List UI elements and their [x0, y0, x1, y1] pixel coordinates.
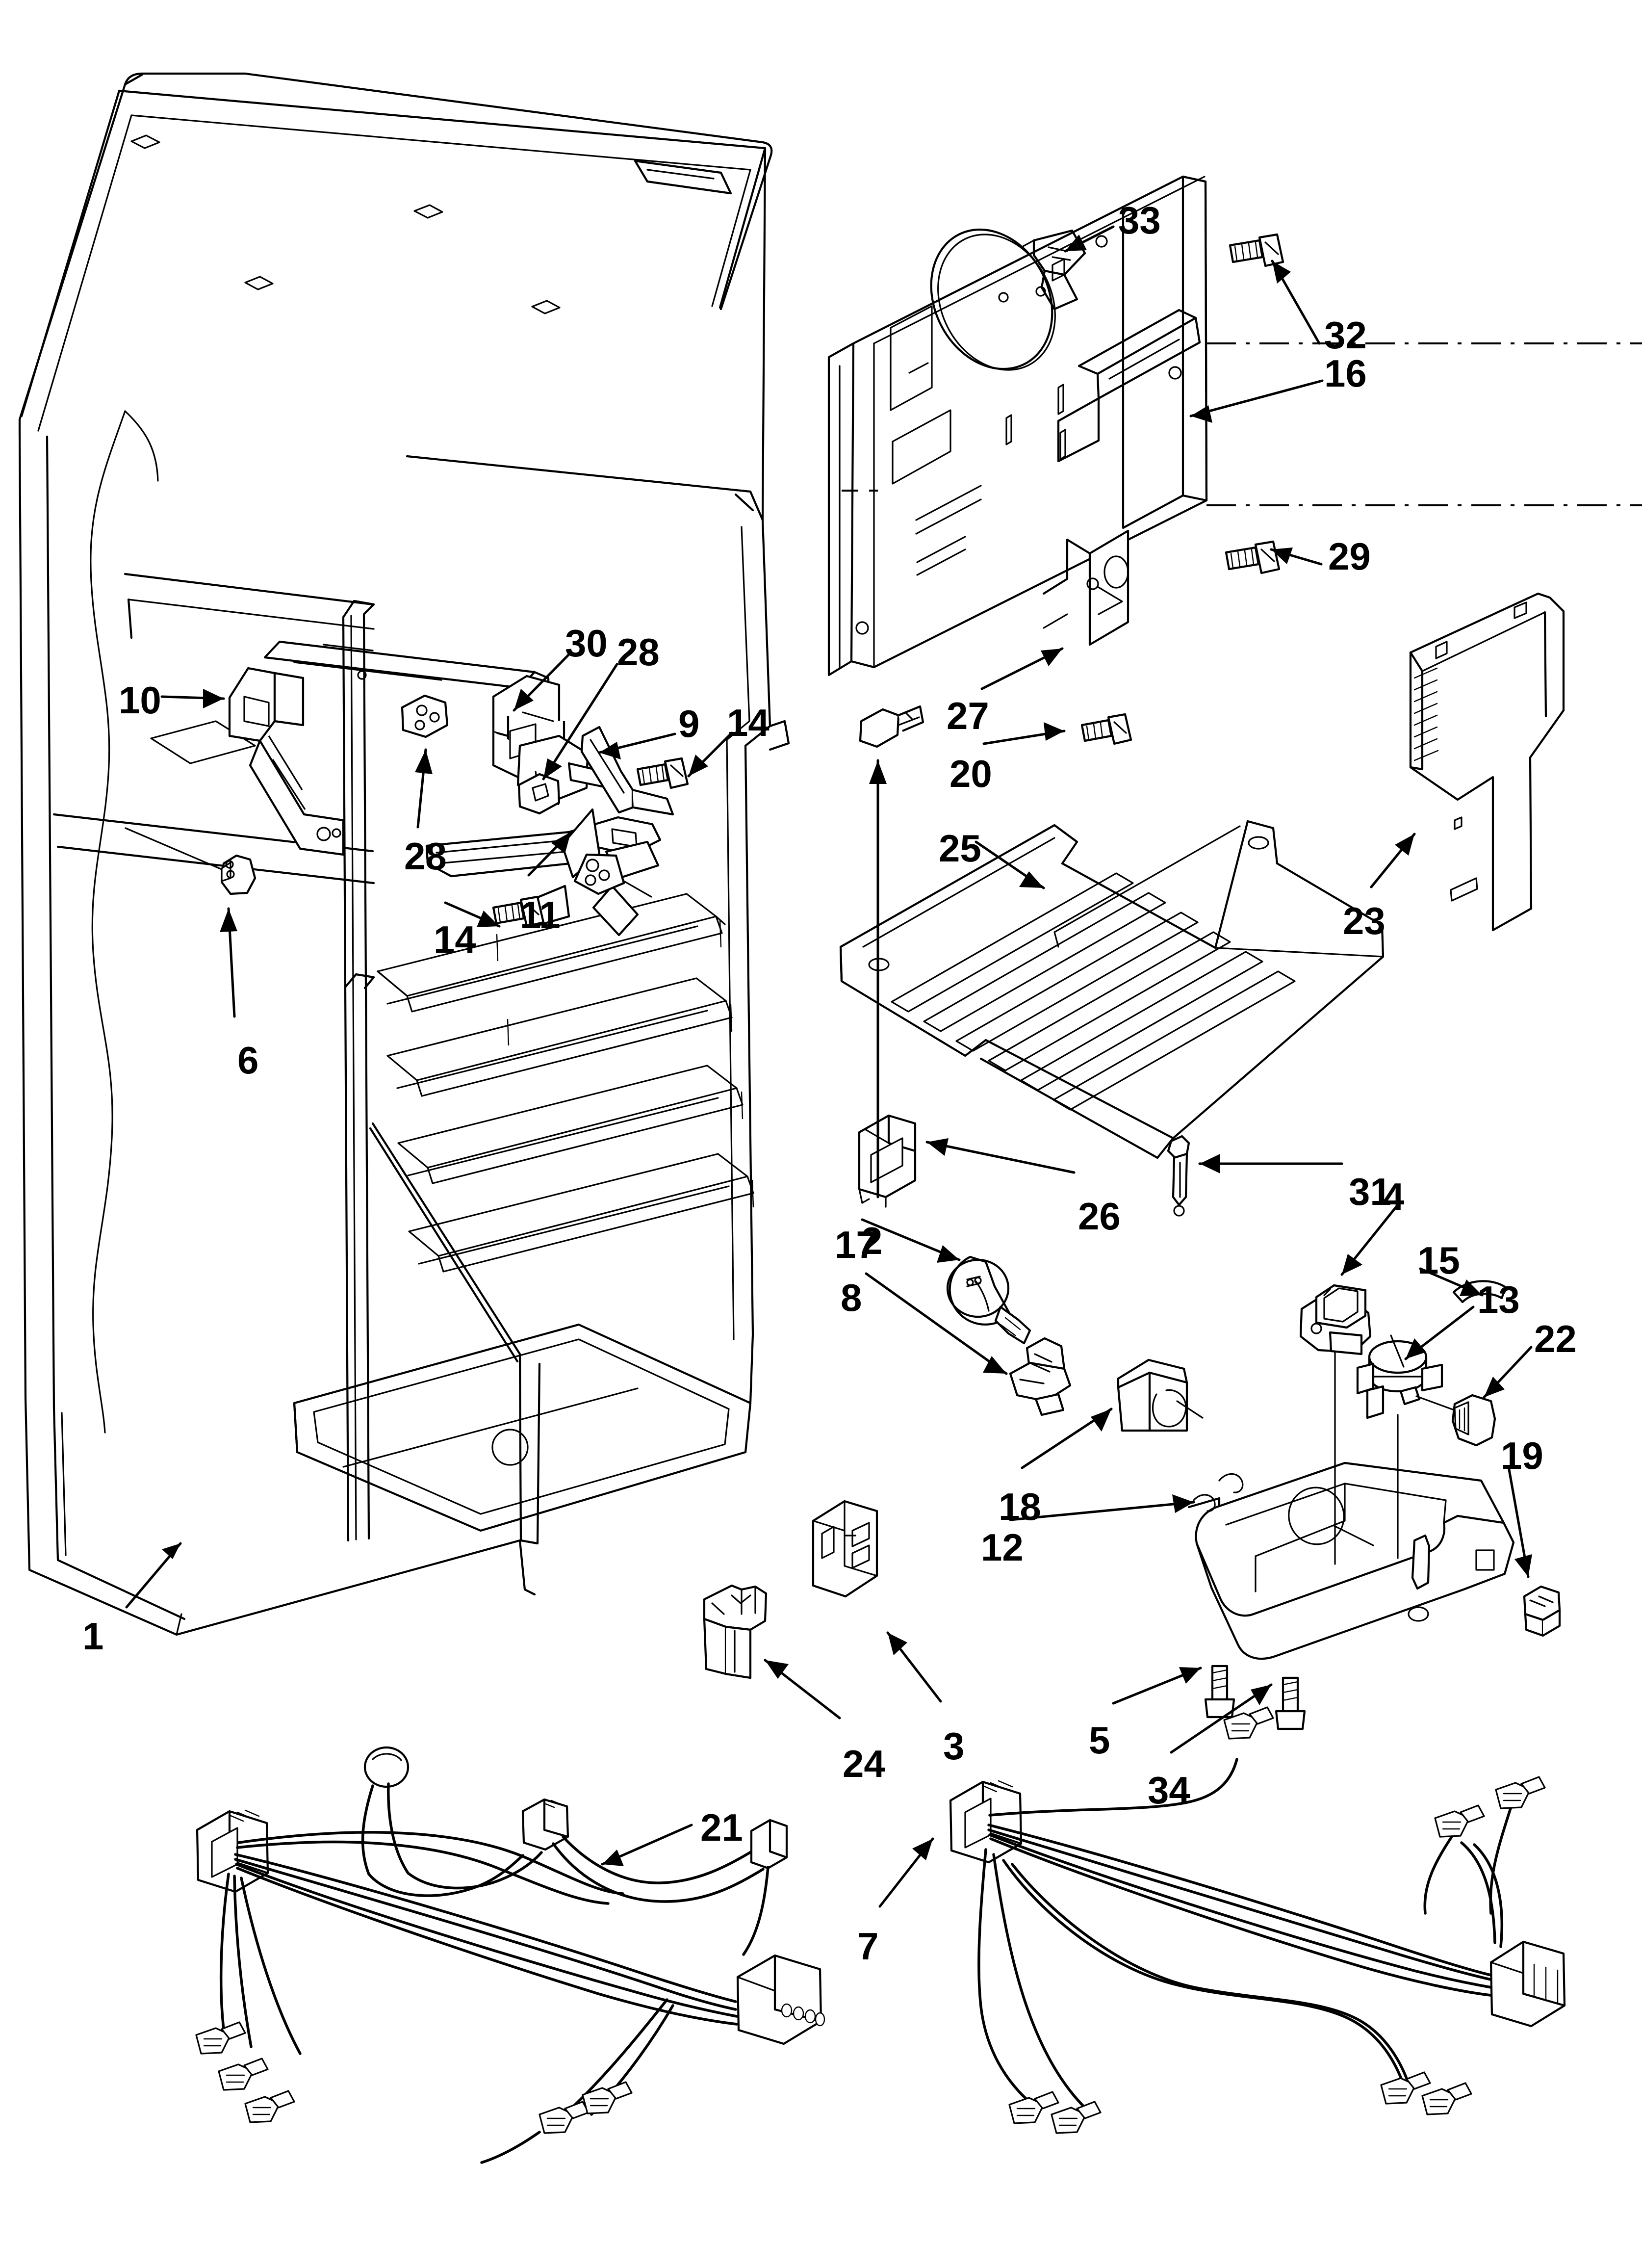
- spade-terminal: [1051, 2101, 1102, 2134]
- terminal-cover-22: [1451, 1394, 1496, 1447]
- screw-34: [1275, 1676, 1306, 1730]
- screw-32: [1229, 233, 1284, 267]
- callout-14-upper[interactable]: 14: [727, 701, 770, 744]
- fan-blade-11: [533, 808, 660, 937]
- callout-7[interactable]: 7: [857, 1925, 879, 1968]
- spade-terminal: [244, 2090, 295, 2123]
- callout-5[interactable]: 5: [1089, 1719, 1110, 1762]
- callout-32[interactable]: 32: [1324, 313, 1367, 357]
- callout-19[interactable]: 19: [1501, 1434, 1543, 1477]
- spade-terminal: [218, 2058, 269, 2091]
- callout-30[interactable]: 30: [565, 622, 608, 665]
- motor-grommet-28-right: [517, 773, 561, 815]
- spade-terminal: [195, 2021, 246, 2055]
- spade-terminal: [1434, 1804, 1485, 1838]
- light-socket-8: [1009, 1337, 1072, 1416]
- screw-5: [1204, 1665, 1235, 1719]
- callout-22[interactable]: 22: [1534, 1317, 1577, 1360]
- compressor-mount-panel-16: [827, 175, 1208, 677]
- callout-18[interactable]: 18: [999, 1485, 1041, 1528]
- condenser-grille-panel-25: [839, 820, 1385, 1159]
- motor-grommet-28-left: [401, 694, 449, 738]
- spade-terminal: [1223, 1706, 1274, 1740]
- callout-33[interactable]: 33: [1118, 199, 1161, 242]
- defrost-thermostat-13: [1356, 1334, 1458, 1559]
- callout-23[interactable]: 23: [1343, 899, 1385, 942]
- callout-34[interactable]: 34: [1148, 1769, 1190, 1812]
- light-bulb-17: [946, 1255, 1031, 1345]
- wire-connector-3: [812, 1500, 878, 1598]
- callout-28-upper[interactable]: 28: [617, 630, 660, 674]
- wire-harness-left-21: [195, 1746, 825, 2164]
- plug-button-6: [125, 827, 257, 895]
- wire-harness-right-7: [949, 1706, 1566, 2134]
- callout-24[interactable]: 24: [843, 1742, 885, 1785]
- terminal-connector-19: [1523, 1585, 1561, 1637]
- spade-terminal: [539, 2101, 590, 2134]
- spade-terminal: [1380, 2071, 1431, 2105]
- air-duct-cover-23: [1409, 592, 1565, 932]
- spade-terminal: [582, 2081, 633, 2114]
- spade-terminal: [1421, 2082, 1472, 2115]
- callout-27[interactable]: 27: [947, 694, 989, 737]
- callout-1[interactable]: 1: [82, 1615, 104, 1658]
- screw-14-upper: [636, 757, 689, 789]
- callout-31[interactable]: 31: [1349, 1170, 1391, 1213]
- callout-25[interactable]: 25: [939, 827, 981, 870]
- callout-21[interactable]: 21: [700, 1806, 743, 1849]
- callout-10[interactable]: 10: [119, 678, 161, 722]
- callout-15[interactable]: 15: [1417, 1239, 1460, 1282]
- callout-20[interactable]: 20: [949, 752, 992, 795]
- callout-12[interactable]: 12: [981, 1526, 1024, 1569]
- door-switch-connector-24: [703, 1584, 768, 1679]
- callout-9[interactable]: 9: [678, 702, 700, 745]
- screw-29: [1225, 540, 1281, 574]
- callout-26[interactable]: 26: [1078, 1195, 1121, 1238]
- light-shield-18: [1117, 1358, 1204, 1432]
- callout-8[interactable]: 8: [841, 1276, 862, 1319]
- relay-overload-4: [1299, 1284, 1372, 1565]
- drain-trough-12: [1187, 1461, 1515, 1660]
- push-pin-31: [1167, 1135, 1190, 1217]
- callout-4[interactable]: 4: [1383, 1175, 1405, 1218]
- callout-3[interactable]: 3: [943, 1724, 965, 1768]
- callout-13[interactable]: 13: [1477, 1278, 1520, 1321]
- grommet-plug-2: [859, 705, 924, 748]
- spade-terminal: [1008, 2091, 1059, 2124]
- cabinet-liner: [18, 72, 790, 1636]
- callout-16[interactable]: 16: [1324, 352, 1367, 395]
- wire-clip-26: [858, 1114, 917, 1208]
- callout-17[interactable]: 17: [835, 1223, 877, 1266]
- callout-11[interactable]: 11: [520, 893, 561, 937]
- callout-29[interactable]: 29: [1328, 535, 1371, 578]
- screw-14-lower: [492, 895, 545, 928]
- access-cover-plate-27: [1042, 529, 1129, 646]
- mounting-bracket-10: [228, 640, 551, 856]
- callout-28-lower[interactable]: 28: [404, 834, 447, 878]
- spade-terminal: [1495, 1776, 1546, 1809]
- screw-20: [1080, 713, 1132, 745]
- drain-clip-33: [1022, 229, 1086, 311]
- callout-6[interactable]: 6: [237, 1039, 259, 1082]
- leader-lines: [125, 225, 1533, 1908]
- callout-14-lower[interactable]: 14: [434, 918, 476, 961]
- callout-2[interactable]: 2: [861, 1219, 883, 1262]
